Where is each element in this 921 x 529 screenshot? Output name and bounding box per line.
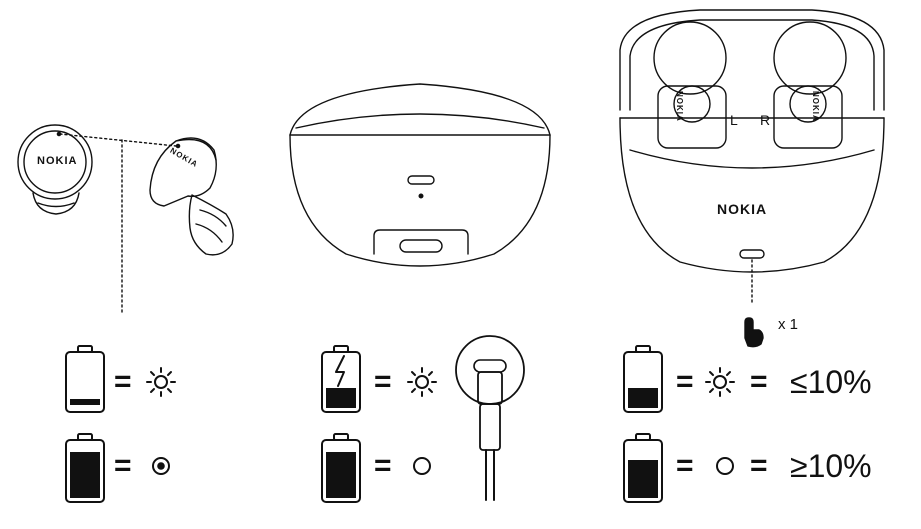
press-count-label: x 1 (778, 316, 799, 333)
high-battery-threshold: ≥10% (790, 448, 872, 484)
earbud-sensor-leader-line (59, 133, 177, 313)
right-earbud-marking: R (760, 112, 771, 128)
blinking-light-icon (146, 367, 176, 397)
battery-charging-icon (321, 345, 361, 413)
blinking-light-icon (407, 367, 437, 397)
equals-sign: = (114, 365, 132, 398)
left-earbud-marking: L (730, 112, 738, 128)
blinking-light-icon (705, 367, 735, 397)
steady-light-icon (152, 457, 170, 475)
charging-case-back (289, 83, 551, 267)
brand-logo-earbud-front: NOKIA (37, 155, 78, 167)
charging-case-open (619, 9, 885, 348)
brand-logo-case: NOKIA (717, 201, 768, 217)
usb-c-cable (455, 335, 525, 501)
earbud-front-view (17, 124, 93, 215)
light-off-icon (716, 457, 734, 475)
low-battery-threshold: ≤10% (790, 364, 872, 400)
brand-logo-right-bud: NOKIA (811, 91, 820, 122)
equals-sign: = (374, 365, 392, 398)
equals-sign: = (114, 449, 132, 482)
earbud-side-view (149, 137, 234, 256)
equals-sign: = (374, 449, 392, 482)
battery-low-icon (623, 345, 663, 413)
battery-full-icon (65, 433, 105, 503)
light-off-icon (413, 457, 431, 475)
equals-sign: = (750, 449, 768, 482)
battery-full-icon (321, 433, 361, 503)
equals-sign: = (750, 365, 768, 398)
brand-logo-left-bud: NOKIA (675, 91, 684, 122)
equals-sign: = (676, 365, 694, 398)
battery-low-icon (65, 345, 105, 413)
battery-full-icon (623, 433, 663, 503)
equals-sign: = (676, 449, 694, 482)
